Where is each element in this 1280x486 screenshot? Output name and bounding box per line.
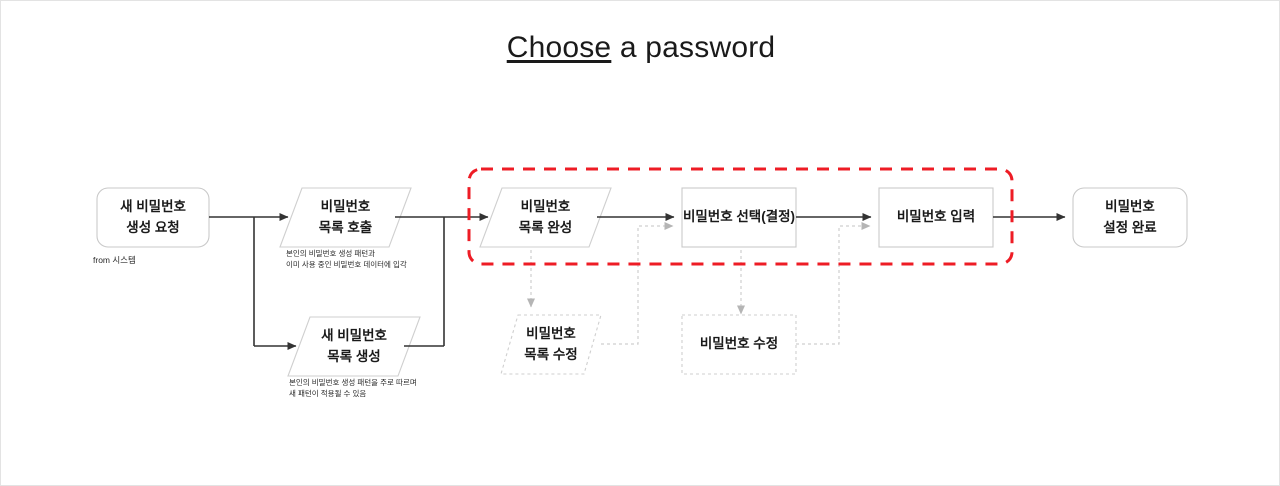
node-start-caption: from 시스템 <box>93 255 136 265</box>
node-edit-password-shape <box>681 314 797 375</box>
page-title-underlined: Choose <box>506 31 612 64</box>
highlight-region <box>467 167 1014 266</box>
node-create-list-caption-line2: 새 패턴이 적용될 수 있음 <box>289 388 367 398</box>
node-create-list-caption-line1: 본인의 비밀번호 생성 패턴을 주로 따르며 <box>289 378 417 387</box>
node-create-list-shape <box>287 316 421 377</box>
node-call-list-caption-line2: 이미 사용 중인 비밀번호 데이터에 입각 <box>286 259 407 269</box>
node-start-shape <box>96 187 210 248</box>
page-title-rest: a password <box>611 31 776 64</box>
node-call-list-caption-line1: 본인의 비밀번호 생성 패턴과 <box>286 249 376 258</box>
node-done-shape <box>1072 187 1188 248</box>
node-call-list-caption: 본인의 비밀번호 생성 패턴과 이미 사용 중인 비밀번호 데이터에 입각 <box>286 249 407 271</box>
node-edit-list-shape <box>500 314 602 375</box>
node-create-list-caption: 본인의 비밀번호 생성 패턴을 주로 따르며 새 패턴이 적용될 수 있음 <box>289 378 417 400</box>
page-title: Choose a password <box>1 31 1279 65</box>
node-complete-list-shape <box>479 187 612 248</box>
connector-edit-password-to-enter-password <box>796 222 871 345</box>
node-enter-password-shape <box>878 187 994 248</box>
connector-edit-list-to-select-password <box>601 222 674 345</box>
node-select-password-shape <box>681 187 797 248</box>
node-call-list-shape <box>279 187 412 248</box>
